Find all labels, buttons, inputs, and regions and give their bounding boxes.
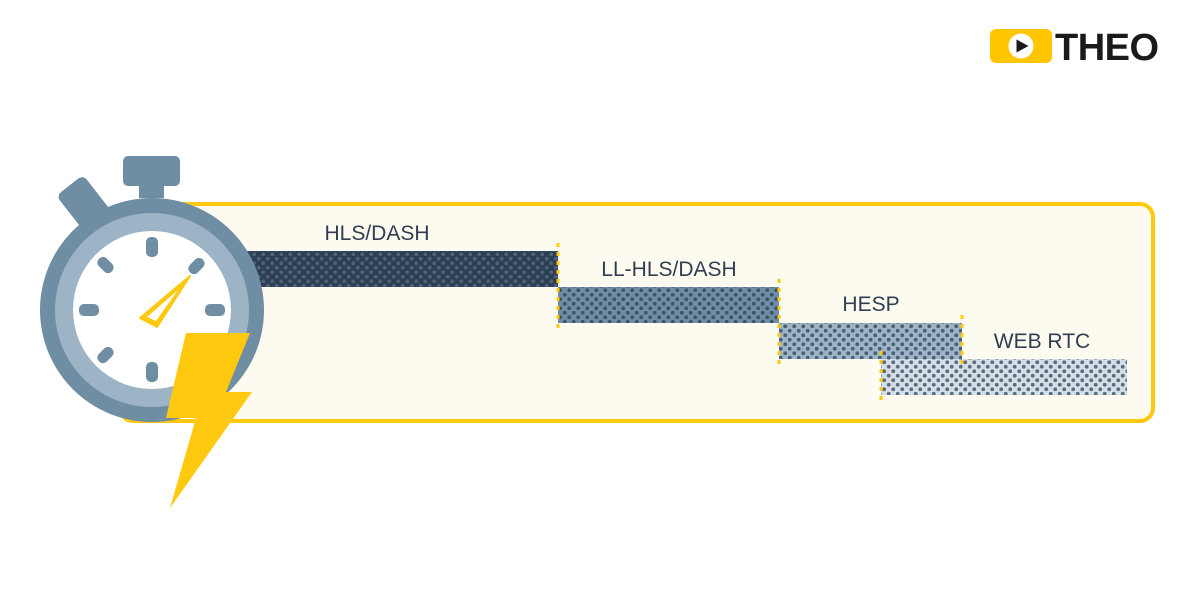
play-icon — [1016, 39, 1029, 53]
stopwatch-hand-inner — [147, 290, 178, 321]
theo-logo: THEO — [990, 27, 1159, 69]
bar-hesp: HESP — [779, 293, 962, 359]
bar-label: HLS/DASH — [324, 222, 429, 245]
tick-mark — [146, 362, 158, 382]
bar-ll-hls-dash: LL-HLS/DASH — [558, 258, 779, 323]
stopwatch-stem — [139, 178, 164, 198]
logo-text: THEO — [1055, 27, 1159, 69]
bar-fill — [881, 359, 1127, 395]
lightning-bolt-icon — [166, 333, 252, 508]
bar-fill — [779, 323, 962, 359]
bar-web-rtc: WEB RTC — [881, 330, 1127, 395]
tick-mark — [188, 257, 205, 275]
bar-label: HESP — [842, 293, 899, 316]
tick-mark — [146, 237, 158, 257]
bar-label: LL-HLS/DASH — [601, 258, 736, 281]
stopwatch-crown — [123, 156, 180, 186]
tick-mark — [97, 256, 114, 274]
boundary-markers — [556, 243, 964, 402]
bar-fill — [558, 287, 779, 323]
tick-mark — [205, 304, 225, 316]
bar-label: WEB RTC — [994, 330, 1090, 353]
stopwatch-icon — [40, 156, 264, 422]
stopwatch-ticks — [79, 237, 225, 382]
bar-fill — [240, 251, 558, 287]
tick-mark — [97, 346, 114, 364]
tick-mark — [79, 304, 99, 316]
bar-hls-dash: HLS/DASH — [240, 222, 558, 287]
